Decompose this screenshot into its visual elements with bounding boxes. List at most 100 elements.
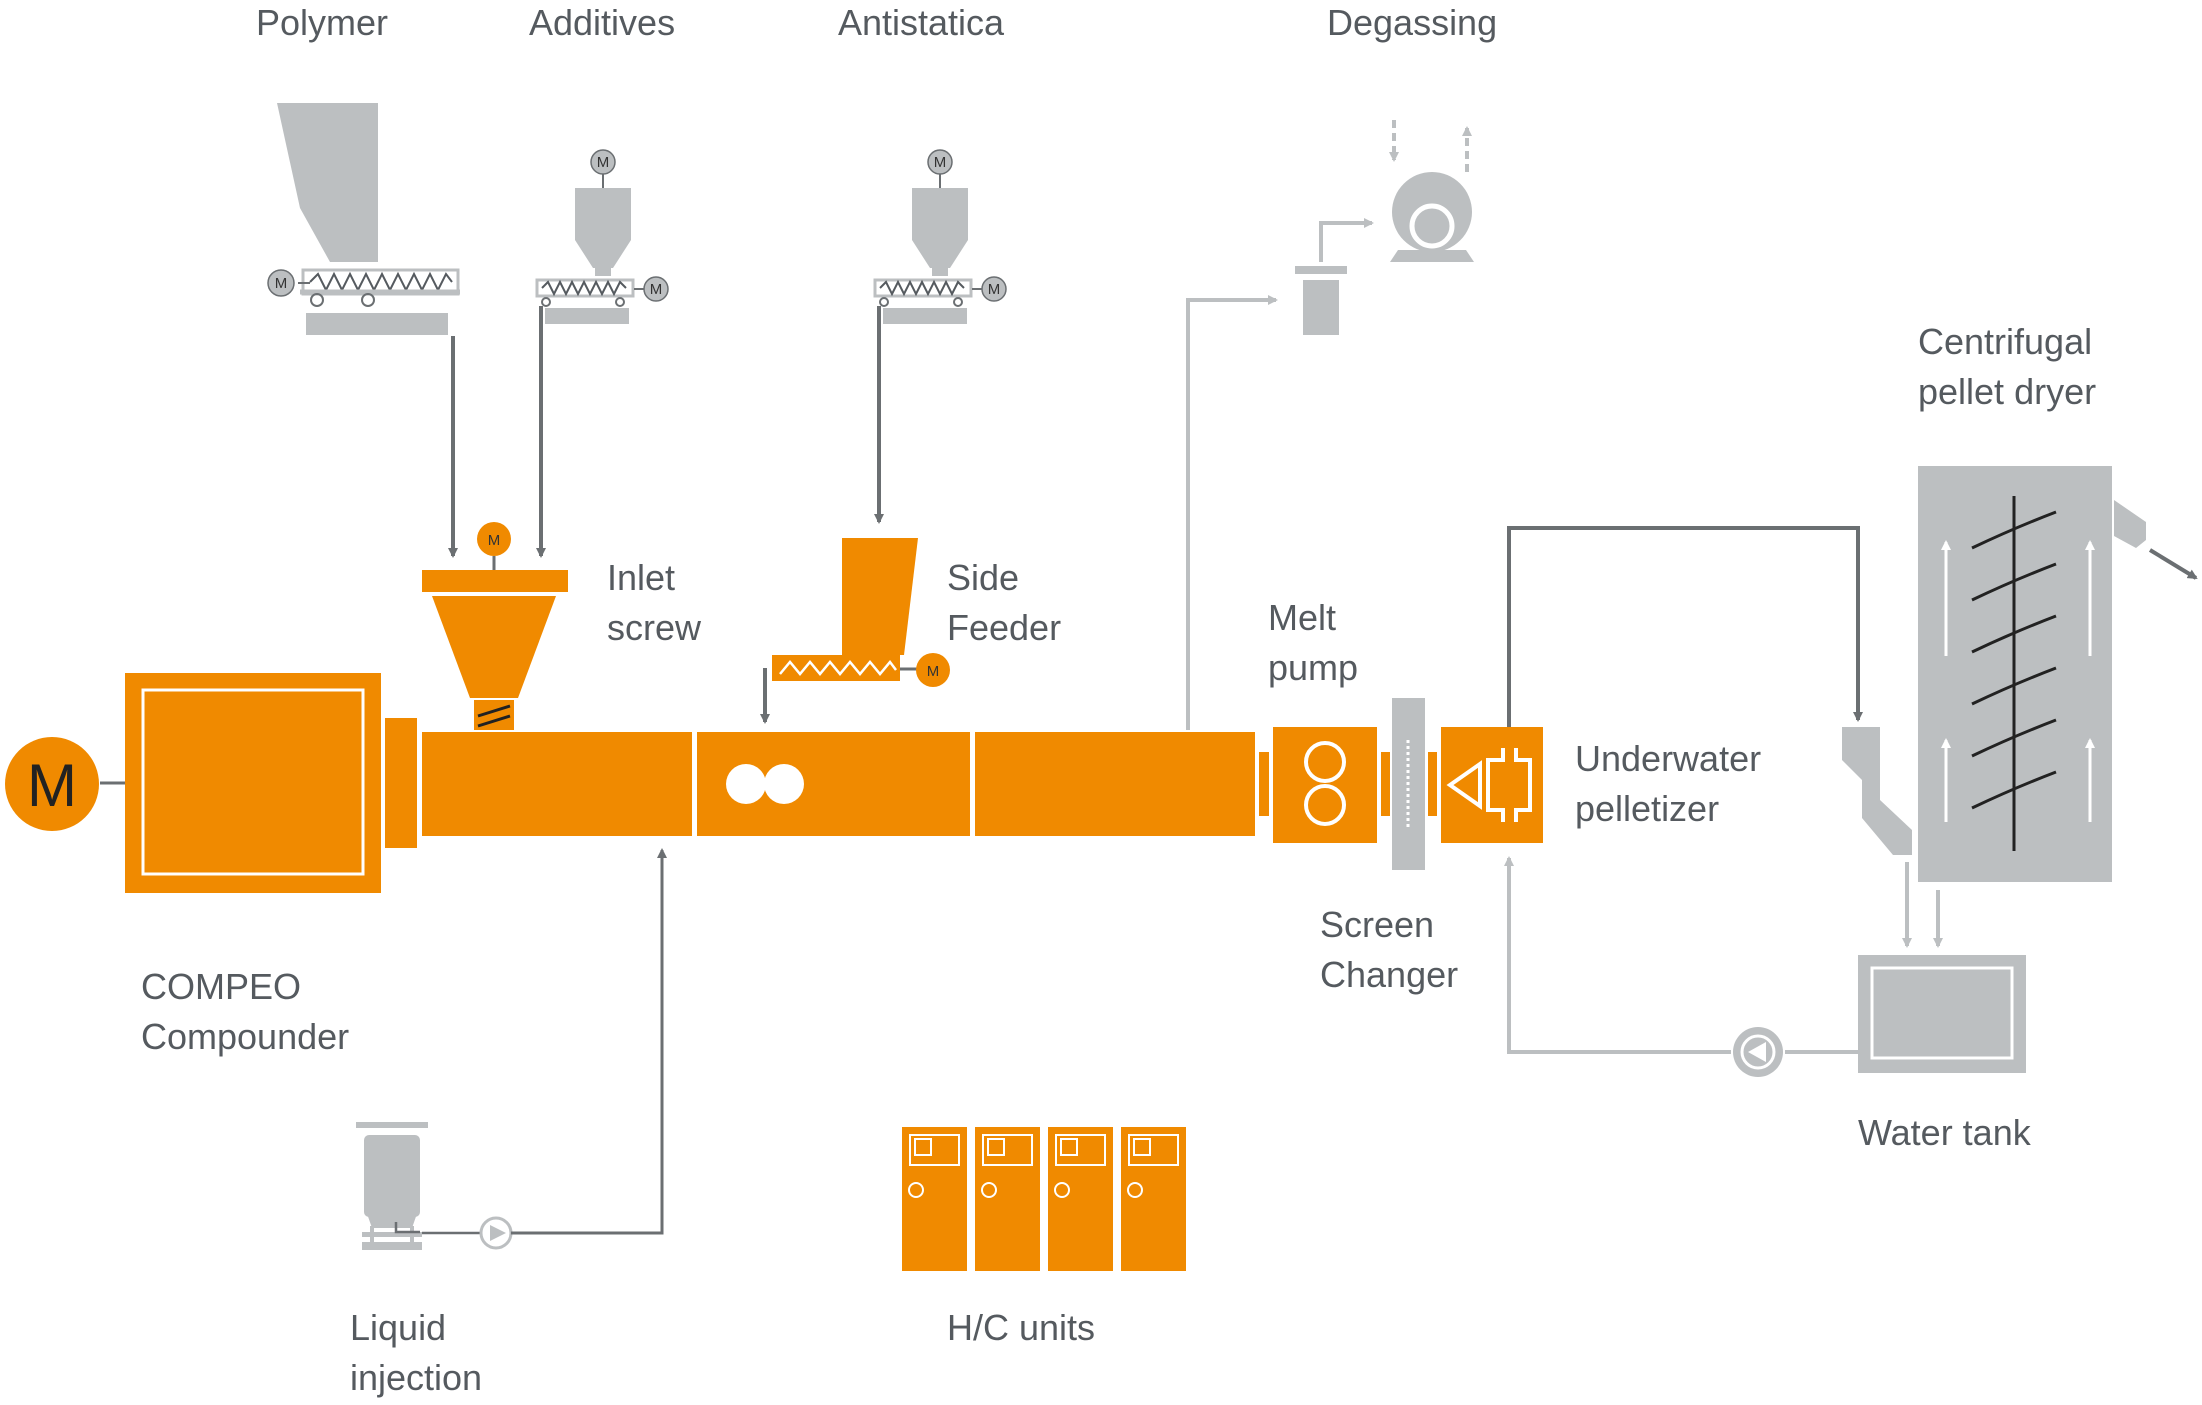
degassing-vacuum-line [1319, 218, 1374, 262]
antistatica-side-motor-letter: M [988, 281, 1001, 298]
melt-pump-gear-icon-2 [1304, 784, 1346, 826]
hc-unit [1121, 1127, 1186, 1271]
additives-motor-icon [590, 149, 616, 175]
polymer-motor-letter: M [275, 275, 288, 292]
antistatica-hopper-cone [912, 240, 968, 268]
additives-hopper-neck [595, 268, 611, 276]
label-melt-2: pump [1268, 647, 1358, 688]
antistatica-roller [879, 297, 889, 307]
label-inlet-2: screw [607, 607, 702, 648]
label-centrifugal-1: Centrifugal [1918, 321, 2092, 362]
label-polymer: Polymer [256, 2, 388, 43]
polymer-roller [310, 293, 324, 307]
dryer-outlet-chute [2114, 500, 2146, 548]
antistatica-conveyor [873, 278, 973, 298]
label-inlet-1: Inlet [607, 557, 675, 598]
additives-side-motor-letter: M [650, 281, 663, 298]
water-tank-body [1858, 955, 2026, 1073]
melt-pump-gear-icon [1304, 741, 1346, 783]
label-hc-units: H/C units [947, 1307, 1095, 1348]
water-pump-triangle [1748, 1042, 1766, 1062]
polymer-feeder: M [267, 103, 460, 558]
barrel [422, 732, 1255, 836]
labels: Polymer Additives Antistatica Degassing … [141, 2, 2096, 1398]
side-feeder: M [760, 538, 950, 724]
compounder: M [5, 673, 417, 893]
water-pump-inner [1740, 1034, 1776, 1070]
pelletizer-cutter-icon-2 [1514, 748, 1532, 822]
barrel-section-3 [975, 732, 1255, 836]
inlet-hopper-lid [422, 570, 568, 592]
screen-changer-flange-2 [1428, 752, 1437, 816]
twin-screw-icon [726, 764, 766, 804]
additives-roller-2 [615, 297, 625, 307]
antistatica-hopper-neck [932, 268, 948, 276]
polymer-motor-icon [267, 269, 295, 297]
dryer-inlet-chute [1842, 727, 1912, 855]
hc-unit [1048, 1127, 1113, 1271]
label-screen-2: Changer [1320, 954, 1458, 995]
dryer-outlet-arrow [2148, 548, 2198, 580]
liquid-injection [356, 848, 667, 1250]
degassing-separator-top [1295, 266, 1347, 274]
side-feeder-motor-icon [916, 653, 950, 687]
melt-pump [1259, 727, 1377, 843]
label-side-1: Side [947, 557, 1019, 598]
pellet-water-line [1507, 526, 1863, 727]
inlet-screw-mark-2 [477, 714, 511, 728]
liquid-outlet-pipe [394, 1222, 420, 1234]
vacuum-pump-inner [1409, 203, 1455, 249]
side-feeder-motor-letter: M [927, 663, 940, 680]
additives-conveyor [535, 278, 635, 298]
antistatica-motor-letter: M [934, 154, 947, 171]
degassing-unit [1186, 120, 1474, 730]
inlet-motor-letter: M [488, 532, 501, 549]
barrel-section-1 [422, 732, 692, 836]
return-water-line-2 [1504, 856, 1731, 1054]
polymer-roller-2 [361, 293, 375, 307]
liquid-pump-triangle [490, 1225, 506, 1241]
label-water-tank: Water tank [1858, 1112, 2032, 1153]
degassing-vent-line [1186, 295, 1278, 730]
label-centrifugal-2: pellet dryer [1918, 371, 2096, 412]
process-water-loop [1504, 526, 1863, 1077]
hc-units [902, 1127, 1186, 1271]
vacuum-pump-icon [1392, 172, 1472, 252]
liquid-scale-base [362, 1242, 422, 1250]
polymer-scale [306, 313, 448, 335]
side-feeder-screw-icon [779, 659, 897, 676]
label-additives: Additives [529, 2, 675, 43]
degassing-separator [1303, 280, 1339, 335]
side-feeder-hopper [842, 538, 918, 655]
gearbox [125, 673, 381, 893]
gearbox-panel [141, 688, 365, 876]
additives-motor-letter: M [597, 154, 610, 171]
antistatica-scale [883, 308, 967, 324]
additives-roller [541, 297, 551, 307]
pelletizer-die-icon [1446, 760, 1482, 810]
additives-feeder: M M [535, 149, 669, 558]
main-motor-icon [5, 737, 99, 831]
label-underwater-1: Underwater [1575, 738, 1761, 779]
twin-screw-icon-2 [764, 764, 804, 804]
vacuum-pump-base [1390, 250, 1474, 262]
dryer-blades-icon [1971, 510, 2057, 810]
underwater-pelletizer [1441, 727, 1543, 843]
additives-hopper-cone [575, 240, 631, 268]
antistatica-roller-2 [953, 297, 963, 307]
additives-side-motor-icon [643, 276, 669, 302]
polymer-hopper [277, 103, 378, 262]
inlet-motor-icon [477, 522, 511, 556]
water-tank-window [1870, 966, 2014, 1060]
antistatica-side-motor-icon [981, 276, 1007, 302]
label-compeo-1: COMPEO [141, 966, 301, 1007]
label-underwater-2: pelletizer [1575, 788, 1719, 829]
antistatica-feeder: M M [873, 149, 1007, 524]
additives-scale [545, 308, 629, 324]
centrifugal-dryer [1842, 466, 2198, 948]
label-degassing: Degassing [1327, 2, 1497, 43]
hc-unit [902, 1127, 967, 1271]
antistatica-screw-icon [879, 279, 965, 297]
liquid-tank-cone [364, 1205, 420, 1228]
